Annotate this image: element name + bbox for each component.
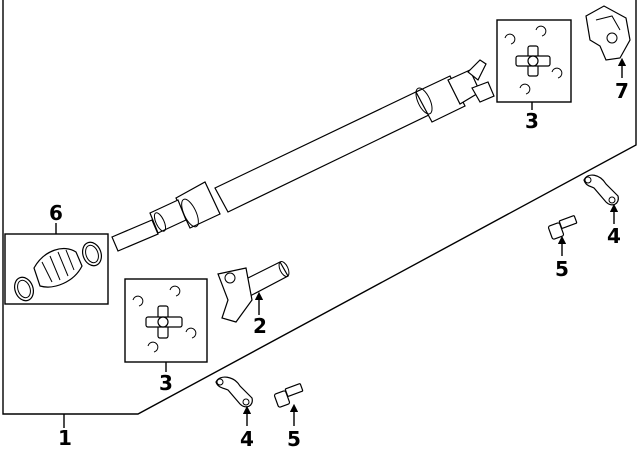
- callout-6: 6: [49, 201, 63, 225]
- callout-3-top: 3: [525, 109, 539, 133]
- callout-5-bottom: 5: [287, 427, 301, 451]
- bolt-right: [547, 215, 578, 240]
- flange-yoke: [585, 5, 631, 61]
- callout-4-right: 4: [607, 224, 621, 248]
- callout-3-bottom: 3: [159, 371, 173, 395]
- driveshaft: [111, 59, 495, 252]
- u-joint-kit-top: [504, 25, 563, 95]
- bolt-bottom: [273, 383, 304, 408]
- callout-4-bottom: 4: [240, 427, 254, 451]
- box-3-top: [496, 19, 572, 103]
- callout-1: 1: [58, 426, 72, 450]
- boot-kit: [13, 241, 103, 302]
- callout-7: 7: [615, 79, 629, 103]
- u-joint-kit-bottom: [132, 285, 197, 353]
- strap-right: [583, 174, 619, 206]
- strap-bottom: [215, 376, 253, 408]
- assembly-boundary: [2, 0, 637, 415]
- slip-yoke: [217, 261, 290, 323]
- callout-2: 2: [253, 314, 267, 338]
- callout-5-right: 5: [555, 257, 569, 281]
